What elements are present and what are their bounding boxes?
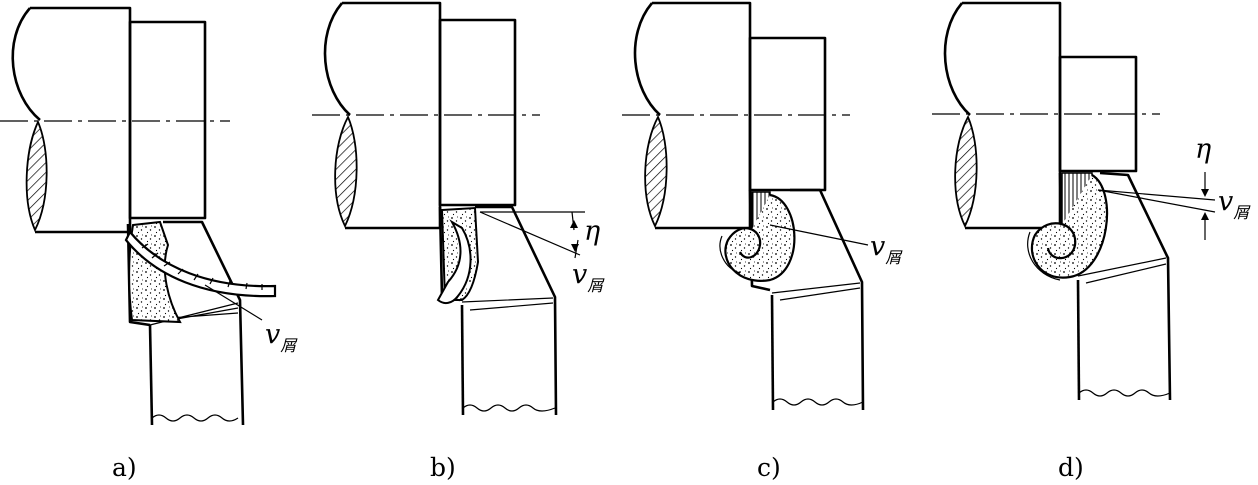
angle-label-b: η [584, 216, 600, 247]
panel-a [0, 6, 277, 426]
chip-b [436, 219, 472, 305]
workpiece-a [0, 6, 230, 234]
panel-label-c: c) [757, 453, 781, 482]
chip-curl-d [1030, 174, 1109, 279]
panel-b [312, 1, 585, 416]
velocity-label-c: v屑 [870, 231, 903, 267]
angle-label-d: η [1195, 134, 1211, 165]
panel-label-a: a) [112, 453, 137, 482]
workpiece-d [932, 1, 1160, 230]
velocity-label-d: v屑 [1218, 186, 1251, 222]
workpiece-c [622, 1, 850, 230]
panel-label-b: b) [430, 453, 456, 482]
panel-label-d: d) [1058, 453, 1084, 482]
velocity-label-b: v屑 [572, 259, 605, 295]
panel-c [622, 1, 869, 411]
panel-d [932, 1, 1216, 401]
cutting-tool-c [748, 188, 865, 411]
workpiece-b [312, 1, 540, 230]
chip-curl-c [724, 193, 796, 282]
velocity-label-a: v屑 [265, 319, 298, 355]
